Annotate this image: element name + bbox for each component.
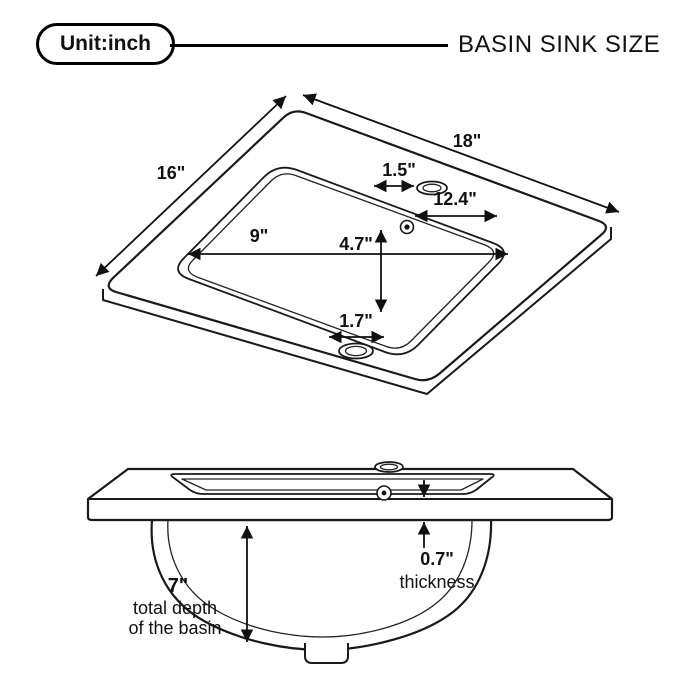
dim-overall-depth-label: 16" [157,163,186,183]
deck-opening-inner [181,478,484,491]
deck-opening [170,473,495,495]
side-view-diagram: 7" total depth of the basin 0.7" thickne… [86,461,614,664]
drain-hole [338,342,374,360]
dim-overflow-distance: 12.4" [415,189,497,223]
dim-faucet-hole: 1.5" [374,160,416,193]
faucet-hole-side [374,461,404,473]
dim-basin-width: 9" [188,226,508,261]
dim-thickness: 0.7" thickness [399,480,475,592]
dim-overflow-distance-label: 12.4" [433,189,477,209]
dim-drain-hole-label: 1.7" [339,311,373,331]
overflow-hole [399,219,415,235]
dim-drain-hole: 1.7" [329,311,384,344]
drain-stub [304,643,349,664]
dim-total-depth-caption-2: of the basin [128,618,221,638]
dim-overall-depth: 16" [95,95,287,277]
dim-total-depth-value: 7" [168,575,189,597]
dim-basin-front-depth: 4.7" [339,230,388,312]
dim-total-depth-caption-1: total depth [133,598,217,618]
dim-total-depth: 7" total depth of the basin [128,526,254,642]
header-rule [170,44,448,47]
bowl-inner [167,519,473,638]
page-title: BASIN SINK SIZE [458,31,661,58]
sink-slab-side [102,227,612,395]
dim-thickness-caption: thickness [399,572,474,592]
dim-thickness-value: 0.7" [420,549,454,569]
dim-overall-width-label: 18" [453,131,482,151]
dim-basin-front-depth-label: 4.7" [339,234,373,254]
dim-overall-width: 18" [302,93,620,214]
dim-faucet-hole-label: 1.5" [382,160,416,180]
dim-basin-width-label: 9" [250,226,269,246]
top-view-diagram: 18" 16" 1.5" 12.4" 9" [95,93,620,395]
unit-badge: Unit:inch [36,23,175,65]
overflow-hole-side [376,485,392,501]
unit-label: Unit:inch [60,32,151,55]
